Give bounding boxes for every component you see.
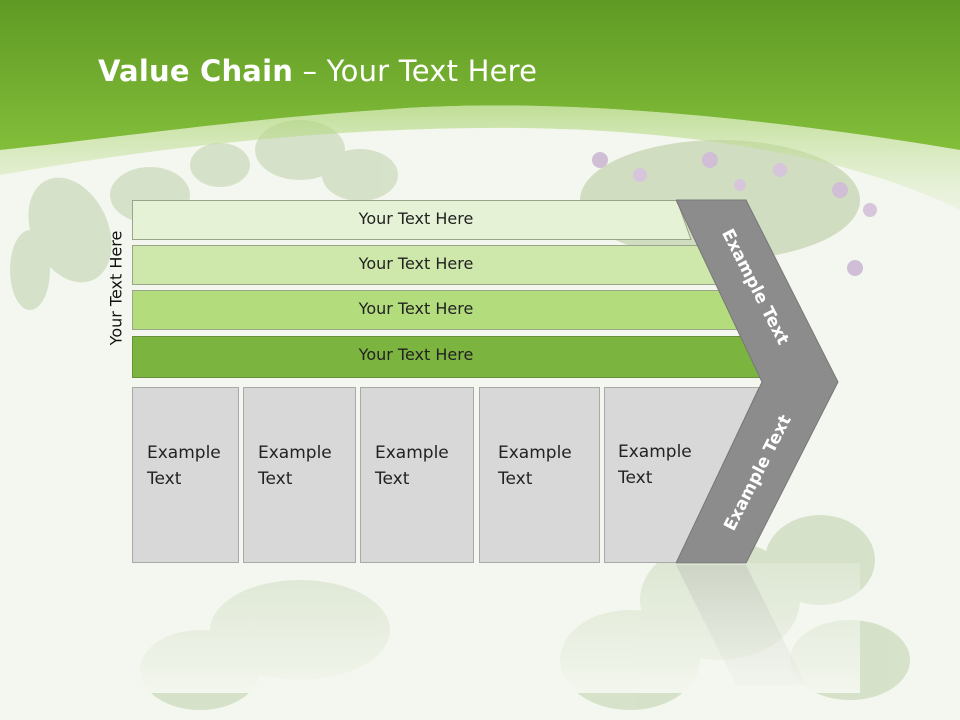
box-4-line1: Example [498,443,572,463]
bar-1-fill [132,200,692,240]
title-rest: – Your Text Here [293,54,538,88]
box-5-line2: Text [618,468,653,488]
box-2-line2: Text [258,469,293,489]
box-4-line2: Text [498,469,533,489]
box-1-line2: Text [147,469,182,489]
box-5-line1: Example [618,442,692,462]
title-bold: Value Chain [98,54,294,88]
bar-4-label: Your Text Here [358,345,474,364]
bar-4[interactable]: Your Text Here [132,336,764,378]
bar-1-label: Your Text Here [358,209,474,228]
bar-1[interactable]: Your Text Here [132,200,692,240]
reflection-fade [100,563,860,693]
box-3-line2: Text [375,469,410,489]
box-3-line1: Example [375,443,449,463]
chevron-arrow[interactable] [676,199,846,565]
box-1-line1: Example [147,443,221,463]
box-2-line1: Example [258,443,332,463]
side-label: Your Text Here [106,230,126,346]
bar-3[interactable]: Your Text Here [132,290,740,330]
bar-2[interactable]: Your Text Here [132,245,718,285]
bar-3-label: Your Text Here [358,299,474,318]
page-title: Value Chain – Your Text Here [98,54,537,88]
bar-1-shape [132,200,692,240]
bar-2-label: Your Text Here [358,254,474,273]
